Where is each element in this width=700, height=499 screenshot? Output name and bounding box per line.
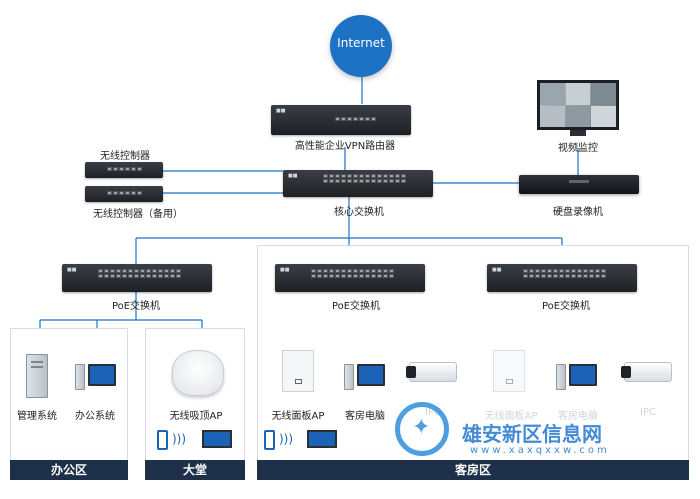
core-switch-ports: [323, 174, 411, 183]
lobby-laptop-icon: [202, 430, 232, 448]
watermark-logo: ✦: [395, 402, 449, 456]
lobby-zone-footer: 大堂: [145, 460, 245, 480]
vpn-router: ■■: [271, 105, 411, 135]
guest-zone-label: 客房区: [454, 463, 491, 477]
internet-label: Internet: [337, 36, 385, 50]
wireless-controller-label: 无线控制器: [100, 151, 150, 162]
ipc-2-label: IPC: [640, 407, 656, 418]
wireless-controller-backup-label: 无线控制器（备用）: [93, 209, 183, 220]
nvr-label: 硬盘录像机: [553, 207, 603, 218]
watermark-title: 雄安新区信息网: [462, 422, 602, 446]
guest-phone-icon: [264, 430, 275, 450]
guest-wifi-icon: ))): [279, 432, 294, 446]
office-zone-label: 办公区: [50, 463, 87, 477]
poe-switch-1: ■■: [62, 264, 212, 292]
watermark-url: www.xaxqxxw.com: [470, 445, 610, 456]
wireless-controller-backup: [85, 186, 163, 202]
guest-pc-2-label: 客房电脑: [558, 411, 598, 422]
nvr-device: [519, 175, 639, 194]
guest-pc-1-tower: [344, 364, 354, 390]
mgmt-system-label: 管理系统: [17, 411, 57, 422]
poe-switch-3: ■■: [487, 264, 637, 292]
poe-switch-1-label: PoE交换机: [111, 301, 161, 312]
office-system-label: 办公系统: [75, 411, 115, 422]
router-label: 高性能企业VPN路由器: [294, 141, 396, 152]
lobby-zone-label: 大堂: [182, 463, 207, 477]
ceiling-ap-label: 无线吸顶AP: [169, 411, 223, 422]
core-switch-label: 核心交换机: [334, 207, 384, 218]
monitor-screen: [537, 80, 619, 130]
guest-pc-1-monitor: [357, 364, 385, 386]
guest-pc-1-label: 客房电脑: [345, 411, 385, 422]
internet-node: Internet: [330, 15, 392, 77]
video-monitor: [537, 80, 619, 136]
monitor-stand: [570, 130, 586, 136]
lobby-phone-icon: [157, 430, 168, 450]
core-switch: ■■: [283, 170, 433, 197]
panel-ap-1: [282, 350, 314, 392]
wireless-controller: [85, 162, 163, 178]
office-zone-footer: 办公区: [10, 460, 128, 480]
server-tower: [26, 354, 48, 398]
ipc-camera-1: [406, 362, 457, 382]
router-brand-mark: ■■: [276, 108, 286, 114]
office-pc-tower: [75, 364, 85, 390]
guest-pc-2-tower: [556, 364, 566, 390]
ipc-camera-2: [621, 362, 672, 382]
guest-zone-footer: 客房区: [257, 460, 689, 480]
panel-ap-2: [493, 350, 525, 392]
guest-laptop-icon: [307, 430, 337, 448]
nvr-brand-mark: [569, 180, 589, 183]
guest-pc-2-monitor: [569, 364, 597, 386]
poe-switch-2: ■■: [275, 264, 425, 292]
lobby-wifi-icon: ))): [172, 432, 187, 446]
office-pc-monitor: [88, 364, 116, 386]
video-monitor-label: 视频监控: [558, 143, 598, 154]
panel-ap-2-label: 无线面板AP: [484, 411, 538, 422]
poe-switch-3-label: PoE交换机: [541, 301, 591, 312]
ceiling-ap: [172, 350, 224, 396]
panel-ap-1-label: 无线面板AP: [271, 411, 325, 422]
poe-switch-2-label: PoE交换机: [331, 301, 381, 312]
office-zone: [10, 328, 128, 480]
router-ports: [335, 117, 407, 121]
